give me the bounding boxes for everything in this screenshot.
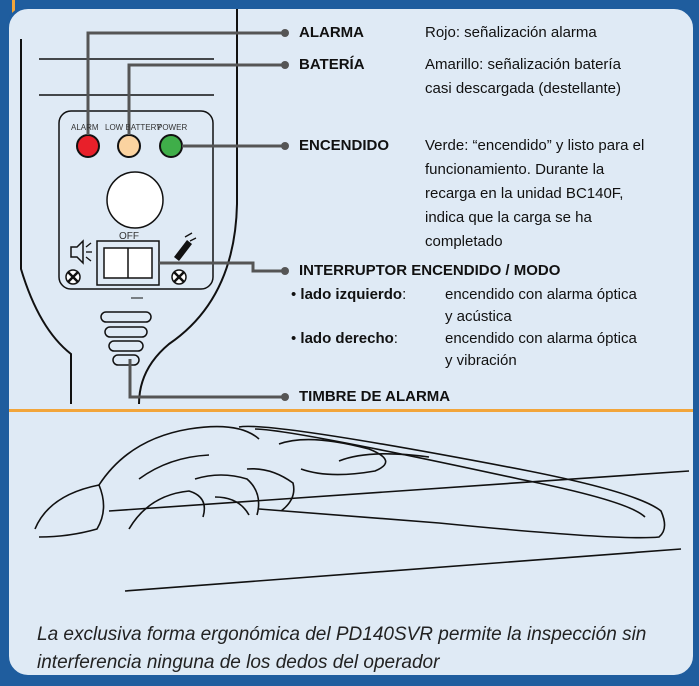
switch-title: INTERRUPTOR ENCENDIDO / MODO	[299, 262, 561, 279]
left-side-desc-line: y acústica	[445, 308, 512, 325]
power-title: ENCENDIDO	[299, 137, 390, 154]
control-panel-outline	[58, 110, 214, 290]
battery-led-label: LOW BATTERY	[105, 123, 162, 132]
power-desc-line: Verde: “encendido” y listo para el	[425, 137, 645, 154]
diagram-panel: ALARM LOW BATTERY POWER OFF ALARMA Rojo:…	[6, 6, 696, 678]
screw-icon	[171, 269, 187, 285]
round-button	[106, 171, 164, 229]
power-desc-line: indica que la carga se ha	[425, 209, 592, 226]
power-led	[159, 134, 183, 158]
alarm-desc: Rojo: señalización alarma	[425, 24, 597, 41]
battery-desc-line: Amarillo: señalización batería	[425, 56, 621, 73]
callout-lines	[86, 31, 285, 399]
hand-illustration	[34, 425, 690, 592]
vibration-icon	[174, 232, 197, 261]
battery-title: BATERÍA	[299, 56, 365, 73]
right-side-desc-line: y vibración	[445, 352, 517, 369]
alarm-title: ALARMA	[299, 24, 364, 41]
power-desc-line: funcionamiento. Durante la	[425, 161, 605, 178]
buzzer-title: TIMBRE DE ALARMA	[299, 388, 451, 405]
power-led-label: POWER	[157, 123, 188, 132]
screw-icon	[65, 269, 81, 285]
battery-desc-line: casi descargada (destellante)	[425, 80, 621, 97]
left-side-desc-line: encendido con alarma óptica	[445, 286, 637, 303]
speaker-icon	[70, 239, 84, 265]
alarm-led	[76, 134, 100, 158]
power-desc-line: completado	[425, 233, 503, 250]
figure-caption: La exclusiva forma ergonómica del PD140S…	[37, 624, 647, 673]
battery-led	[117, 134, 141, 158]
device-drawing	[20, 9, 690, 592]
left-side-label: • lado izquierdo:	[291, 286, 407, 303]
power-desc-line: recarga en la unidad BC140F,	[425, 185, 624, 202]
alarm-led-label: ALARM	[71, 123, 99, 132]
right-side-desc-line: encendido con alarma óptica	[445, 330, 637, 347]
right-side-label: • lado derecho:	[291, 330, 398, 347]
buzzer-grille	[100, 311, 152, 366]
section-divider	[9, 409, 693, 412]
switch-off-label: OFF	[119, 231, 139, 242]
